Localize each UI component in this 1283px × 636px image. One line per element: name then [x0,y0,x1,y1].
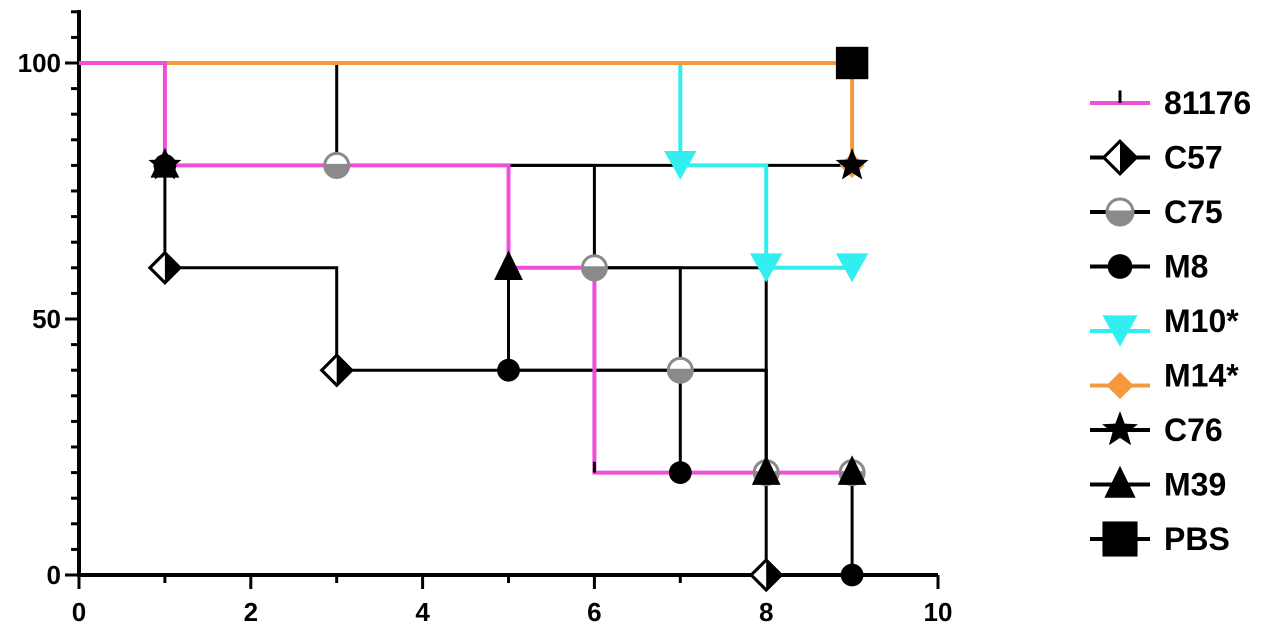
series-markers [147,46,869,593]
legend-label: C76 [1164,412,1223,448]
marker-m39 [494,250,523,281]
series-line-c76 [79,61,853,167]
series-line-m8 [79,61,854,575]
marker-m8 [668,461,692,484]
x-tick-label: 8 [759,597,773,627]
series-line-81176 [79,61,853,475]
legend-label: M14* [1164,358,1239,394]
x-tick-label: 6 [587,597,601,627]
x-tick-label: 10 [924,597,953,627]
y-tick-label: 50 [32,304,61,334]
legend-label: C75 [1164,194,1223,230]
legend-label: M39 [1164,467,1226,503]
marker-m39 [837,455,867,485]
marker-c57 [749,557,784,593]
marker-m10 [835,253,869,283]
marker-m10 [750,253,783,283]
legend-marker-c75 [1105,197,1135,227]
series-lines [79,61,855,575]
legend-label: 81176 [1164,85,1251,121]
y-tick-label: 100 [18,48,61,78]
legend-item-m8: M8 [1090,249,1208,285]
x-tick-label: 0 [72,597,86,627]
marker-c57 [147,250,183,285]
legend-item-m39: M39 [1090,465,1226,503]
marker-m10 [664,151,697,180]
legend-item-pbs: PBS [1090,521,1230,557]
marker-m8 [497,358,520,382]
marker-c57 [319,353,354,388]
legend-item-c75: C75 [1090,194,1223,230]
x-tick-label: 4 [415,597,430,627]
legend-item-m10: M10* [1090,303,1239,347]
y-tick-label: 0 [47,560,61,590]
marker-m39 [150,148,180,178]
legend-marker-m39 [1104,465,1136,498]
legend-label: C57 [1164,140,1223,176]
legend-item-c57: C57 [1090,139,1223,176]
legend-marker-m10 [1102,315,1138,347]
x-tick-label: 2 [244,597,258,627]
legend-item-81176: 81176 [1090,85,1251,121]
marker-m39 [751,455,781,485]
marker-c75 [580,254,608,282]
legend-label: M10* [1164,303,1239,339]
marker-c76 [835,148,869,180]
marker-c75 [323,151,351,179]
series-line-m14 [79,61,855,166]
legend-item-m14: M14* [1090,358,1239,400]
legend-label: PBS [1164,521,1230,557]
legend-label: M8 [1164,249,1208,285]
marker-m8 [840,563,864,587]
legend-marker-pbs [1102,521,1138,557]
legend-marker-c57 [1101,139,1139,176]
legend-marker-c76 [1102,411,1138,446]
legend-marker-m8 [1107,254,1133,279]
legend-item-c76: C76 [1090,411,1223,448]
marker-pbs [835,46,869,80]
legend-marker-m14 [1106,371,1134,400]
marker-c75 [666,356,694,384]
series-line-c57 [79,61,768,575]
